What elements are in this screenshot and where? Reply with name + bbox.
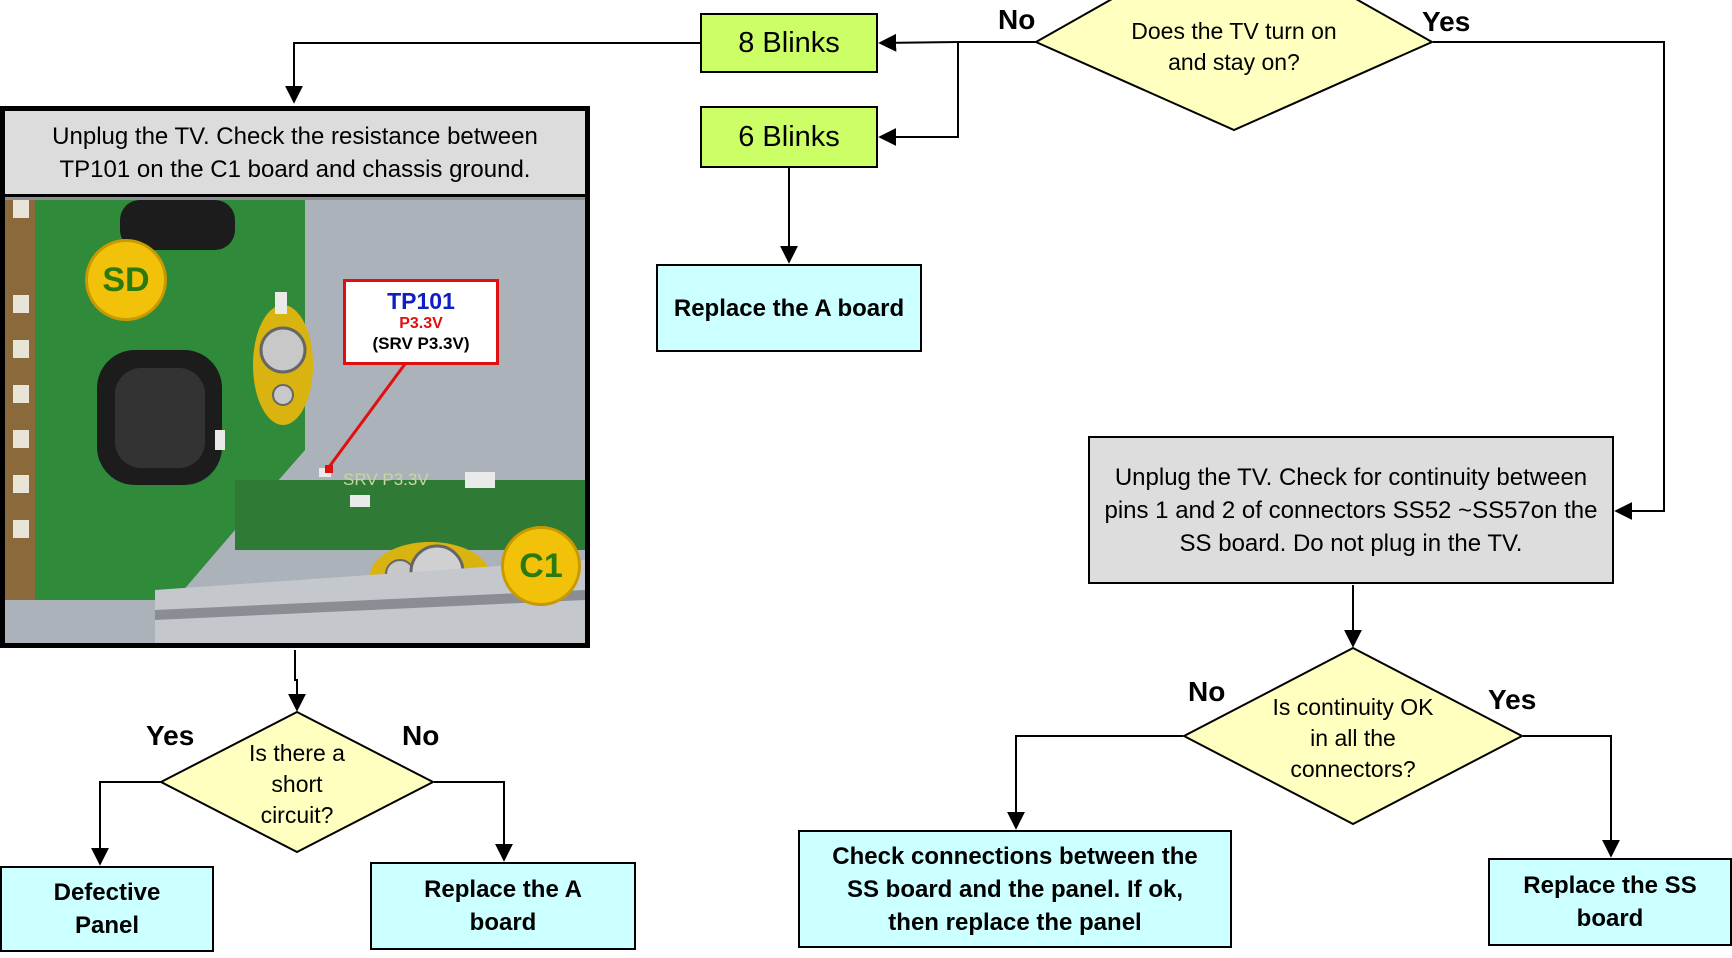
node-replace-ss: Replace the SS board (1488, 858, 1732, 946)
board-silkscreen-text: SRV P3.3V (343, 470, 429, 489)
badge-sd: SD (85, 239, 167, 321)
label-continuity-no: No (1188, 676, 1226, 707)
edge-yes-to-continuity (1433, 41, 1665, 520)
decision-turn-on-text: Does the TV turn on and stay on? (1131, 18, 1337, 75)
badge-c1: C1 (501, 526, 581, 606)
node-replace-a-top: Replace the A board (656, 264, 922, 352)
decision-diamond-continuity (1181, 646, 1525, 826)
callout-title: TP101 (387, 288, 455, 314)
edge-8-blinks-to-tp101 (285, 42, 700, 104)
edge-continuity-yes (1523, 735, 1620, 858)
decision-continuity-text: Is continuity OK in all the connectors? (1272, 693, 1434, 782)
label-turn-on-no: No (998, 4, 1036, 35)
node-check-connections: Check connections between the SS board a… (798, 830, 1232, 948)
edge-no-to-6-blinks (878, 42, 959, 146)
label-short-yes: Yes (146, 720, 195, 751)
decision-short-text: Is there a short circuit? (249, 739, 345, 828)
callout-srv: (SRV P3.3V) (372, 334, 470, 353)
node-6-blinks: 6 Blinks (700, 106, 878, 168)
edge-continuity-no (1007, 735, 1183, 830)
node-continuity-check: Unplug the TV. Check for continuity betw… (1088, 436, 1614, 584)
callout-voltage: P3.3V (399, 315, 443, 332)
node-8-blinks: 8 Blinks (700, 13, 878, 73)
tp101-callout: TP101 P3.3V (SRV P3.3V) (343, 279, 499, 365)
node-replace-a-bottom: Replace the A board (370, 862, 636, 950)
tp101-photo-panel: Unplug the TV. Check the resistance betw… (0, 106, 590, 648)
label-turn-on-yes: Yes (1422, 6, 1471, 37)
edge-tp101-to-short (288, 650, 306, 712)
label-short-no: No (402, 720, 440, 751)
edge-short-no (434, 781, 513, 862)
node-defective-panel: Defective Panel (0, 866, 214, 952)
label-continuity-yes: Yes (1488, 684, 1537, 715)
board-silkscreen-bind: SRV P3.3V (343, 470, 429, 489)
decision-diamond-short (158, 710, 436, 854)
edge-short-yes (91, 781, 162, 866)
decision-diamond-turn-on (1033, 0, 1435, 132)
tp101-check-text: Unplug the TV. Check the resistance betw… (5, 111, 585, 197)
